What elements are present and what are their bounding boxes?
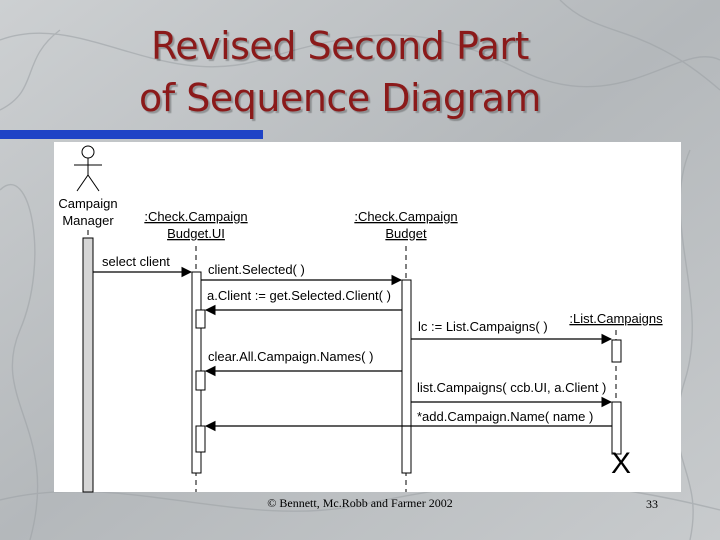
list-activation-2 (611, 401, 622, 455)
object-label-control-line-2: Budget (385, 226, 427, 241)
actor-activation-bar (82, 237, 94, 493)
message-label-create-list-campaigns: lc := List.Campaigns( ) (418, 319, 548, 334)
ui-nested-activation-3 (195, 425, 206, 453)
control-activation-bar (401, 279, 412, 474)
message-label-clear-all: clear.All.Campaign.Names( ) (208, 349, 373, 364)
slide-title-line-1: Revised Second Part (151, 24, 529, 68)
message-label-select-client: select client (102, 254, 170, 269)
ui-nested-activation-2 (195, 370, 206, 391)
title-accent-bar (0, 130, 263, 139)
object-label-ui-line-1: :Check.Campaign (144, 209, 247, 224)
list-activation-1 (611, 339, 622, 363)
object-label-control-line-1: :Check.Campaign (354, 209, 457, 224)
message-label-client-selected: client.Selected( ) (208, 262, 305, 277)
actor-label-line-1: Campaign (58, 196, 117, 211)
message-label-add-campaign-name: *add.Campaign.Name( name ) (417, 409, 593, 424)
slide-title-line-2: of Sequence Diagram (139, 76, 541, 120)
object-label-ui-line-2: Budget.UI (167, 226, 225, 241)
message-label-list-campaigns: list.Campaigns( ccb.UI, a.Client ) (417, 380, 606, 395)
object-label-list-campaigns: :List.Campaigns (569, 311, 663, 326)
destroy-mark: X (611, 447, 631, 480)
copyright-footer: © Bennett, Mc.Robb and Farmer 2002 (267, 496, 452, 510)
actor-label-line-2: Manager (62, 213, 114, 228)
page-number: 33 (646, 497, 658, 511)
ui-nested-activation-1 (195, 309, 206, 329)
message-label-get-selected-client: a.Client := get.Selected.Client( ) (207, 288, 391, 303)
diagram-canvas (54, 142, 681, 492)
actor-icon (74, 145, 102, 192)
